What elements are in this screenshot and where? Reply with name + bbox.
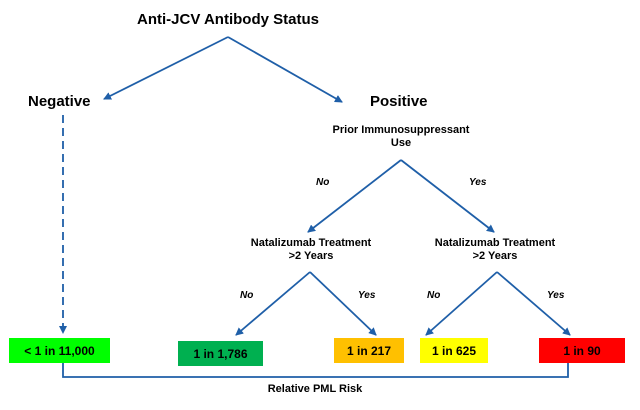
footer-label: Relative PML Risk [267,383,363,395]
negative-label: Negative [28,93,91,110]
arrow-left-no [235,271,311,336]
right-yes-label: Yes [547,290,565,301]
right-no-label: No [427,290,441,301]
arrow-right-no [425,271,498,336]
natalizumab-left-line2: >2 Years [288,250,334,263]
risk-box-prior-short: 1 in 625 [420,338,488,363]
risk-box-no-prior-short: 1 in 1,786 [178,341,263,366]
arrow-to-positive [227,36,343,103]
risk-bracket [62,362,569,378]
arrow-right-yes [496,271,571,336]
risk-box-prior-long: 1 in 90 [539,338,625,363]
prior-yes-label: Yes [469,177,487,188]
left-no-label: No [240,290,254,301]
arrow-left-yes [309,271,377,336]
natalizumab-left-line1: Natalizumab Treatment [250,237,372,249]
natalizumab-right-line2: >2 Years [472,250,518,263]
left-yes-label: Yes [358,290,376,301]
prior-no-label: No [316,177,330,188]
natalizumab-right-label: Natalizumab Treatment >2 Years [410,237,580,263]
risk-box-no-prior-long: 1 in 217 [334,338,404,363]
arrow-to-negative [103,36,229,100]
risk-box-negative: < 1 in 11,000 [9,338,110,363]
diagram-title: Anti-JCV Antibody Status [137,11,319,28]
positive-label: Positive [370,93,428,110]
arrow-prior-no [307,159,402,233]
arrow-prior-yes [400,159,495,233]
natalizumab-left-label: Natalizumab Treatment >2 Years [226,237,396,263]
natalizumab-right-line1: Natalizumab Treatment [434,237,556,249]
prior-use-label: Prior Immunosuppressant Use [311,124,491,150]
prior-use-line1: Prior Immunosuppressant [332,124,470,136]
prior-use-line2: Use [390,137,412,150]
